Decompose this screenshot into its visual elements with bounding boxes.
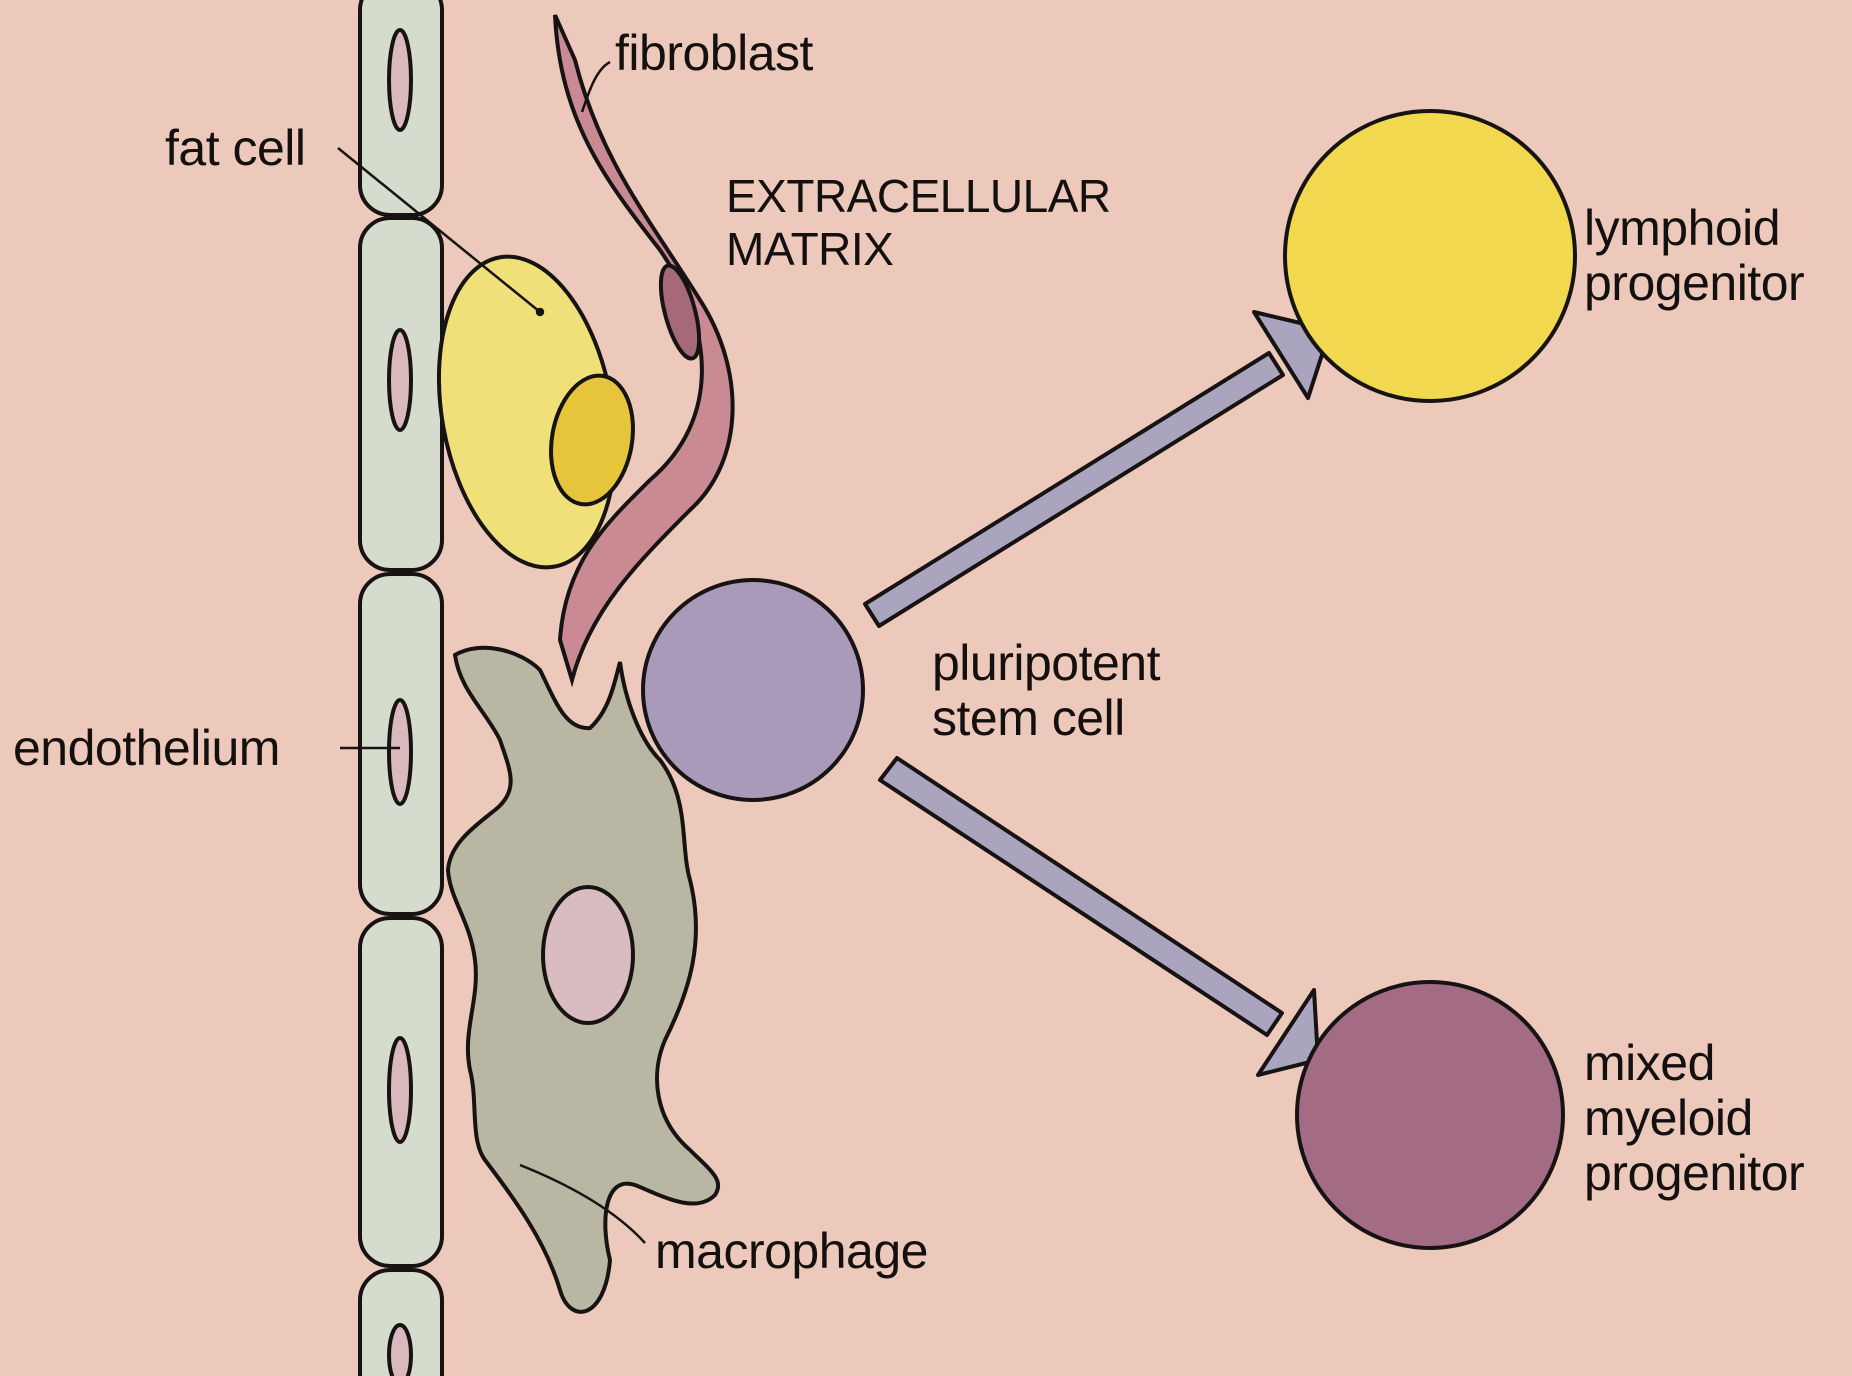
fat-cell-leader-dot <box>537 309 543 315</box>
mixed-myeloid-progenitor <box>1297 982 1563 1248</box>
endothelial-nucleus <box>389 1325 411 1376</box>
label-lymphoid-progenitor-line1: lymphoid <box>1584 200 1780 256</box>
label-mixed-myeloid-progenitor-line2: myeloid <box>1584 1090 1753 1146</box>
label-lymphoid-progenitor-line2: progenitor <box>1584 255 1804 311</box>
arrow-shaft-lymphoid <box>865 353 1283 626</box>
endothelial-nucleus <box>389 700 411 804</box>
label-fat-cell: fat cell <box>165 120 306 176</box>
pluripotent-stem-cell <box>643 580 863 800</box>
label-mixed-myeloid-progenitor-line1: mixed <box>1584 1035 1715 1091</box>
endothelial-nucleus <box>389 30 411 130</box>
label-fibroblast: fibroblast <box>615 25 813 81</box>
endothelium-wall <box>360 0 442 1376</box>
arrow-shaft-myeloid <box>880 758 1282 1035</box>
label-pluripotent-stem-cell-line2: stem cell <box>932 690 1125 746</box>
arrow-to-myeloid <box>880 758 1318 1075</box>
label-mixed-myeloid-progenitor-line3: progenitor <box>1584 1145 1804 1201</box>
label-pluripotent-stem-cell-line1: pluripotent <box>932 635 1161 691</box>
macrophage-nucleus <box>543 887 633 1023</box>
arrow-to-lymphoid <box>865 312 1330 626</box>
endothelial-nucleus <box>389 1038 411 1142</box>
label-extracellular-matrix-line2: MATRIX <box>726 223 893 275</box>
lymphoid-progenitor <box>1285 111 1575 401</box>
label-extracellular-matrix-line1: EXTRACELLULAR <box>726 170 1111 222</box>
label-macrophage: macrophage <box>655 1223 928 1279</box>
label-endothelium: endothelium <box>13 720 280 776</box>
endothelial-nucleus <box>389 330 411 430</box>
